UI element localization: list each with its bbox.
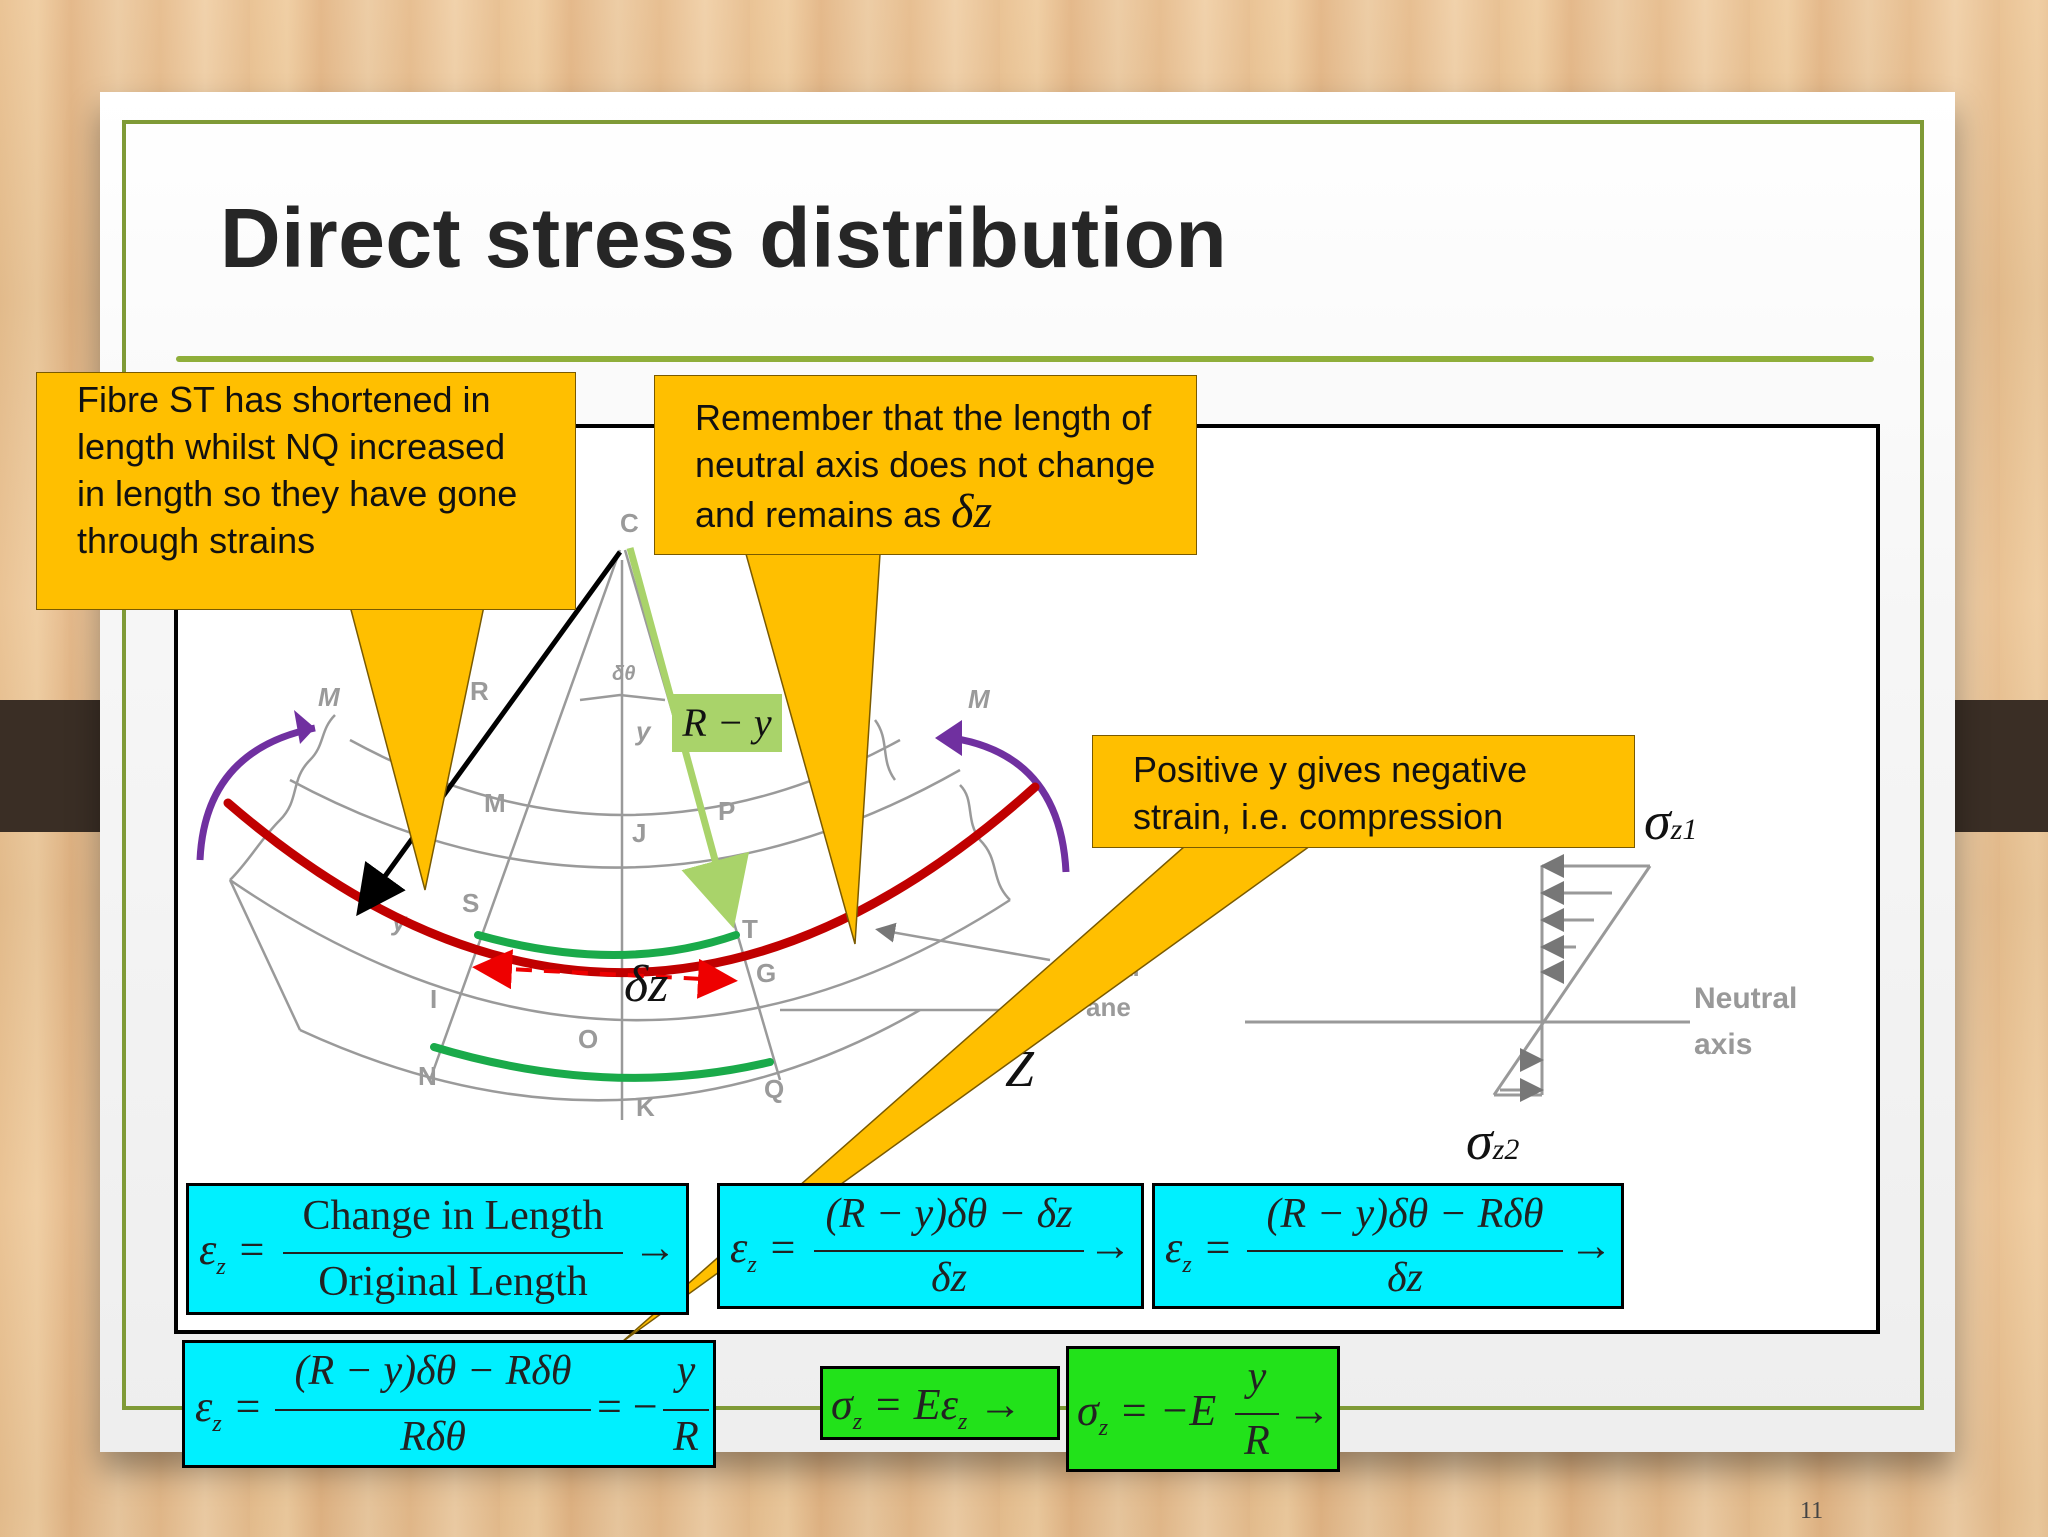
eq2-arrow: → (1088, 1221, 1132, 1270)
slide-title: Direct stress distribution (220, 191, 1228, 285)
r-minus-y-label: R − y (672, 694, 782, 752)
eq4-numerator2: y (676, 1348, 696, 1394)
label-j: J (632, 818, 646, 848)
equation-strain-result: εz = (R − y)δθ − Rδθ Rδθ = − y R (182, 1340, 716, 1468)
eq5-subscript: z (852, 1408, 863, 1435)
sigma-z1-symbol: σ (1644, 791, 1671, 851)
eq5-rhs-subscript: z (957, 1408, 968, 1435)
callout-neutral-axis: Remember that the length of neutral axis… (654, 375, 1197, 555)
eq1-subscript: z (216, 1253, 226, 1280)
neutral-axis-label-line1: Neutral (1694, 982, 1797, 1015)
beam-sketch-labels: C R M M M J P S T G I O N K Q y y δθ al … (318, 508, 1140, 1122)
sigma-z1-label: σz1 (1644, 790, 1697, 852)
label-q: Q (764, 1074, 784, 1104)
eq5-arrow: → (978, 1380, 1023, 1429)
label-m-right: M (968, 684, 991, 714)
moment-arrow-left-head (294, 710, 315, 744)
eq4-fraction-bar2 (663, 1409, 709, 1411)
eq3-numerator: (R − y)δθ − Rδθ (1266, 1191, 1544, 1237)
eq6-subscript: z (1098, 1414, 1109, 1441)
delta-z-label: δz (624, 956, 669, 1013)
callout-positive-y-text: Positive y gives negative strain, i.e. c… (1133, 749, 1528, 837)
equation-stress-result: σz = −E y R → (1066, 1346, 1340, 1472)
eq2-numerator: (R − y)δθ − δz (825, 1191, 1073, 1237)
eq1-lhs: ε (199, 1225, 217, 1274)
label-o: O (578, 1024, 598, 1054)
eq6-denominator: R (1244, 1418, 1270, 1464)
eq4-denominator: Rδθ (400, 1414, 466, 1460)
fibre-nq-curve (430, 1043, 774, 1082)
eq6-lhs: σ (1077, 1386, 1099, 1435)
label-g: G (756, 958, 776, 988)
callout-neutral-pointer (745, 553, 881, 945)
label-s: S (462, 888, 479, 918)
eq3-fraction-bar (1247, 1250, 1563, 1252)
eq1-arrow: → (633, 1223, 677, 1272)
eq6-arrow: → (1287, 1386, 1331, 1435)
eq6-fraction-bar (1235, 1413, 1279, 1415)
label-c: C (620, 508, 639, 538)
eq6-numerator: y (1247, 1354, 1267, 1400)
moment-arrow-right (951, 734, 1070, 873)
eq4-numerator: (R − y)δθ − Rδθ (294, 1348, 572, 1394)
label-delta-theta: δθ (612, 663, 635, 685)
equation-strain-step2: εz = (R − y)δθ − Rδθ δz → (1152, 1183, 1624, 1309)
eq3-denominator: δz (1387, 1255, 1423, 1301)
label-p: P (718, 796, 735, 826)
sigma-z2-subscript: z2 (1492, 1133, 1520, 1166)
eq4-fraction-bar (275, 1409, 591, 1411)
moment-arrow-right-head (935, 720, 962, 756)
label-m-mid: M (484, 788, 506, 818)
sigma-z2-symbol: σ (1466, 1111, 1493, 1171)
page-number: 11 (1800, 1498, 1824, 1524)
title-divider (176, 356, 1874, 362)
eq4-equals-minus: = − (597, 1382, 658, 1431)
eq4-subscript: z (212, 1410, 222, 1437)
label-r: R (470, 676, 489, 706)
callout-fibre-text: Fibre ST has shortened in length whilst … (77, 379, 518, 561)
label-n: N (418, 1061, 437, 1091)
eq2-fraction-bar (814, 1250, 1084, 1252)
callout-fibre-pointer (349, 605, 485, 891)
delta-z-arrow (472, 949, 738, 999)
eq1-denominator: Original Length (318, 1259, 588, 1305)
equation-strain-step1: εz = (R − y)δθ − δz δz → (717, 1183, 1144, 1309)
eq3-arrow: → (1569, 1221, 1613, 1270)
stress-distribution: Neutral axis (1245, 854, 1797, 1102)
label-i: I (430, 984, 437, 1014)
eq2-subscript: z (747, 1251, 757, 1278)
eq5-lhs: σ (831, 1380, 853, 1429)
radius-arrow (356, 550, 623, 917)
sigma-z1-subscript: z1 (1670, 813, 1698, 846)
eq5-rhs: = Eε (873, 1380, 958, 1429)
eq4-denominator2: R (673, 1414, 699, 1460)
eq2-lhs: ε (730, 1223, 748, 1272)
callout-fibre: Fibre ST has shortened in length whilst … (36, 372, 576, 610)
label-m-left: M (318, 682, 341, 712)
equation-stress-hooke: σz = Eεz → (820, 1366, 1060, 1440)
eq1-numerator: Change in Length (302, 1193, 604, 1239)
eq3-lhs: ε (1165, 1223, 1183, 1272)
equation-strain-definition: εz = Change in Length Original Length → (186, 1183, 689, 1315)
callout-neutral-symbol: δz (951, 485, 993, 538)
eq3-subscript: z (1182, 1251, 1192, 1278)
label-k: K (636, 1092, 655, 1122)
label-y-top: y (634, 716, 652, 746)
neutral-axis-label-line2: axis (1694, 1028, 1752, 1061)
r-minus-y-text: R − y (682, 700, 772, 745)
sigma-z2-label: σz2 (1466, 1110, 1519, 1172)
eq2-denominator: δz (931, 1255, 967, 1301)
eq6-rhs: = −E (1119, 1386, 1217, 1435)
eq1-fraction-bar (283, 1252, 623, 1254)
moment-arrow-left (196, 724, 316, 861)
callout-positive-y: Positive y gives negative strain, i.e. c… (1092, 735, 1635, 848)
eq4-lhs: ε (195, 1382, 213, 1431)
callout-neutral-text: Remember that the length of neutral axis… (695, 397, 1156, 535)
